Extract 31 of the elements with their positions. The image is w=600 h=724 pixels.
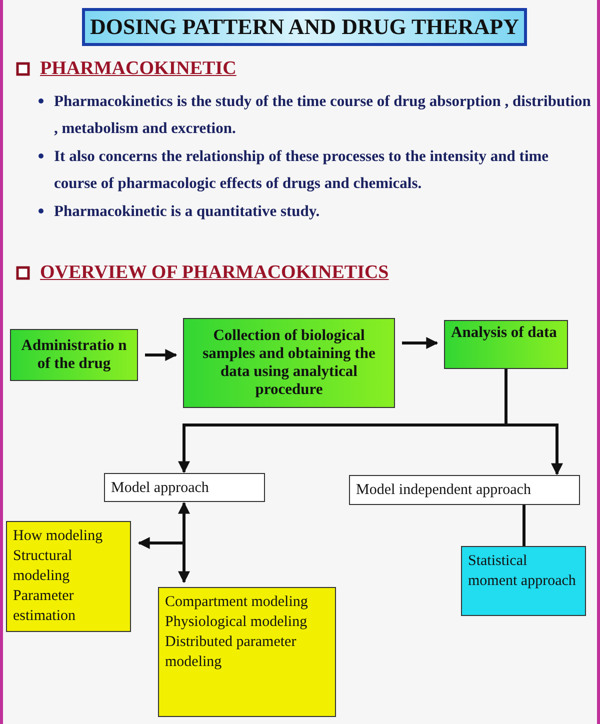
process-box — [349, 475, 580, 505]
process-box — [461, 546, 586, 616]
title-banner: DOSING PATTERN AND DRUG THERAPY — [82, 8, 527, 46]
box-text: Collection of biological samples and obtaining the data using analytical procedure — [202, 327, 376, 399]
arrow — [178, 502, 190, 584]
box-text: Analysis of data — [451, 324, 558, 342]
box-text: Model independent approach — [356, 481, 531, 499]
box-text: Structural modeling — [13, 547, 74, 586]
box-text: Distributed parameter modeling — [165, 633, 298, 672]
box-text: Compartment modeling — [165, 593, 309, 612]
process-box — [10, 329, 138, 381]
arrow — [402, 337, 438, 349]
arrow — [504, 369, 563, 476]
process-box — [444, 320, 568, 369]
process-box — [158, 587, 336, 717]
box-text: Administratio n of the drug — [20, 337, 128, 373]
bullet-text: Pharmacokinetic is a quantitative study. — [54, 202, 321, 222]
bullet-text: Pharmacokinetics is the study of the time course of drug absorption , distribution , metabolism and excretion. — [54, 92, 592, 139]
box-text: Physiological modeling — [165, 613, 308, 632]
box-text: How modeling — [13, 527, 104, 546]
section-heading: OVERVIEW OF PHARMACOKINETICS — [40, 262, 389, 284]
connector-line — [522, 505, 526, 546]
bullet-text: It also concerns the relationship of these processes to the intensity and time course of pharmacologic effects of drugs and chemicals. — [54, 147, 550, 194]
process-box — [104, 473, 265, 502]
box-text: Model approach — [111, 478, 209, 496]
process-box — [6, 521, 131, 632]
arrow — [145, 349, 178, 361]
box-text: Statistical moment approach — [468, 552, 577, 591]
section-heading: PHARMACOKINETIC — [40, 58, 236, 80]
process-box — [183, 318, 395, 408]
box-text: Parameter estimation — [13, 587, 76, 626]
